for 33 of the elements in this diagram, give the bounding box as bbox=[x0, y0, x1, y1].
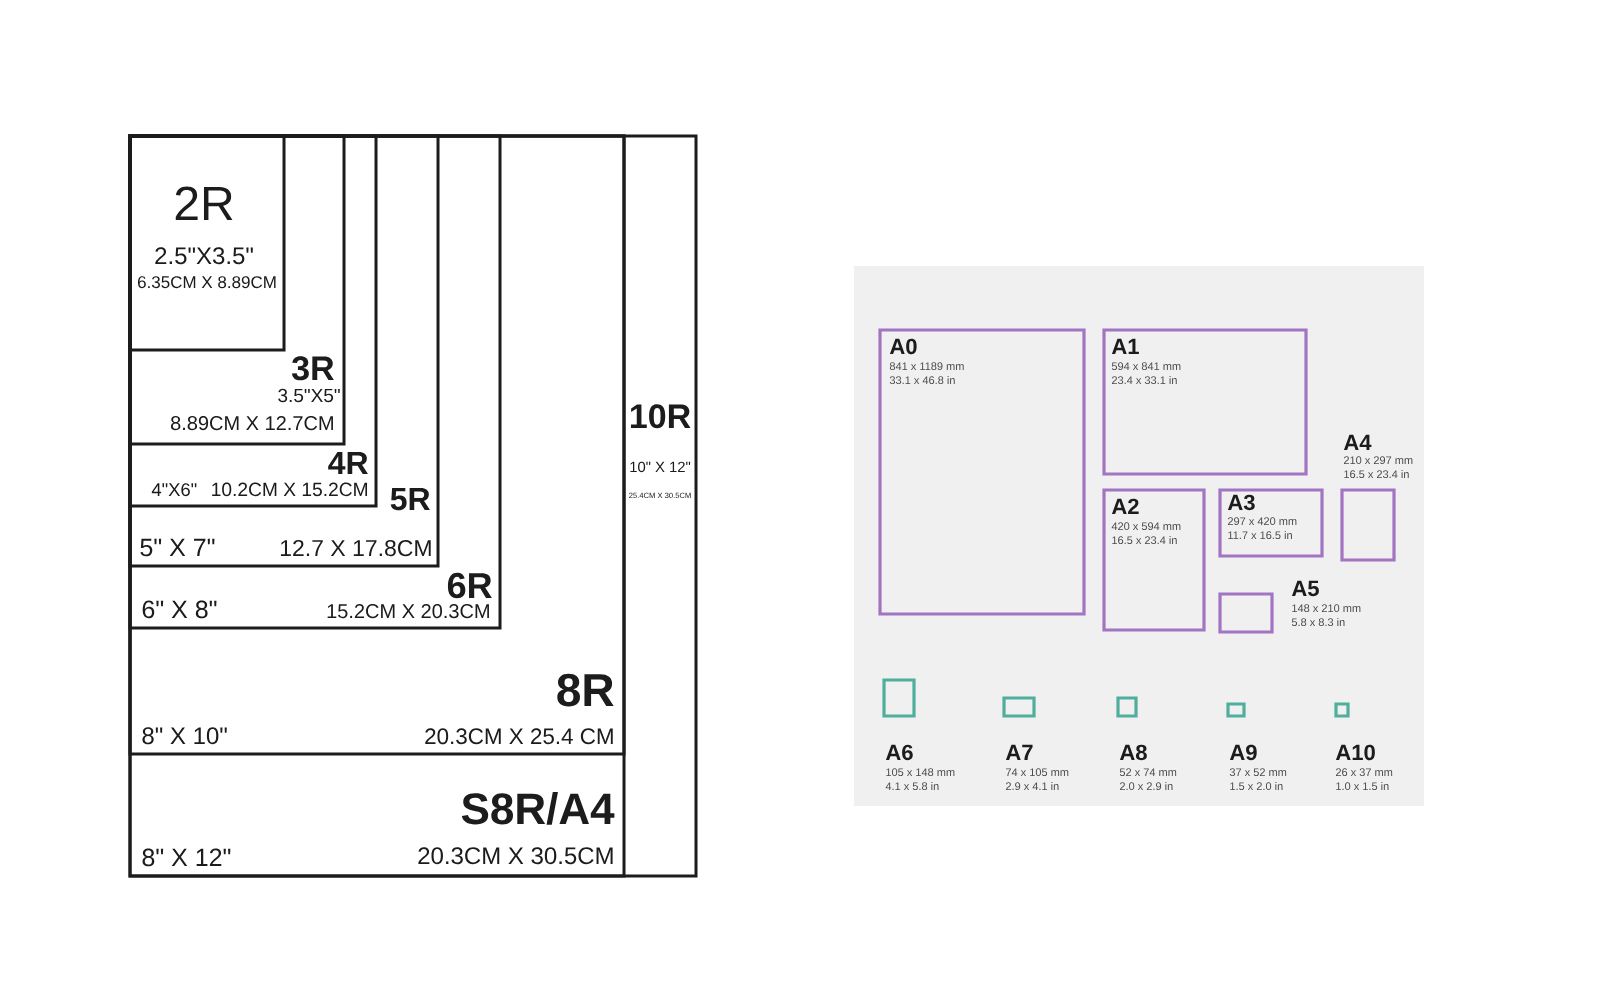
size-title: S8R/A4 bbox=[461, 792, 615, 825]
cm-dimensions: 15.2CM X 20.3CM bbox=[327, 604, 489, 619]
size-title: A6 bbox=[885, 744, 913, 761]
size-title: 10R bbox=[630, 404, 691, 429]
size-title: 4R bbox=[328, 451, 368, 474]
inch-dimensions: 3.5"X5" bbox=[278, 388, 340, 403]
inch-dimensions: 8" X 12" bbox=[142, 848, 231, 867]
cm-dimensions: 20.3CM X 30.5CM bbox=[418, 847, 613, 865]
cm-dimensions: 8.89CM X 12.7CM bbox=[171, 416, 333, 431]
inch-dimensions: 4"X6" bbox=[151, 483, 197, 497]
size-title: A9 bbox=[1229, 744, 1257, 761]
size-title: A8 bbox=[1119, 744, 1147, 761]
size-title: 6R bbox=[447, 572, 492, 599]
size-title: A4 bbox=[1343, 434, 1372, 450]
size-title: 2R bbox=[175, 186, 233, 220]
cm-dimensions: 12.7 X 17.8CM bbox=[280, 539, 431, 557]
size-title: A10 bbox=[1335, 744, 1375, 761]
size-title: A7 bbox=[1005, 744, 1033, 760]
size-title: 5R bbox=[390, 487, 430, 511]
cm-dimensions: 20.3CM X 25.4 CM bbox=[425, 728, 613, 745]
inch-dimensions: 2.5"X3.5" bbox=[155, 247, 253, 265]
inch-dimensions: 6" X 8" bbox=[142, 600, 217, 619]
size-title: 3R bbox=[291, 356, 334, 381]
size-title: A2 bbox=[1111, 498, 1139, 514]
cm-dimensions: 6.35CM X 8.89CM bbox=[138, 276, 276, 289]
size-title: 8R bbox=[557, 673, 614, 707]
size-title: A3 bbox=[1227, 494, 1255, 511]
inch-dimensions: 5" X 7" bbox=[140, 538, 215, 557]
size-title: A1 bbox=[1111, 338, 1139, 354]
inch-dimensions: 8" X 10" bbox=[142, 727, 227, 745]
size-title: A0 bbox=[889, 338, 917, 355]
size-title: A5 bbox=[1291, 580, 1319, 597]
cm-dimensions: 10.2CM X 15.2CM bbox=[212, 482, 367, 497]
